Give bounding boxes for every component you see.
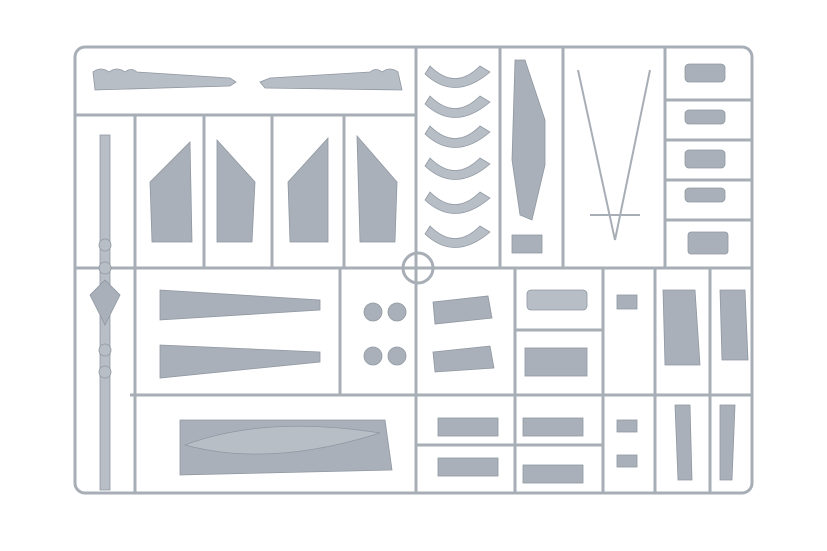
sprue-piece xyxy=(424,125,491,148)
small-parts-right xyxy=(684,63,729,255)
sprue-piece xyxy=(363,346,383,366)
sprue-piece xyxy=(432,295,493,325)
sprue-piece xyxy=(98,343,112,357)
sprue-piece xyxy=(387,302,407,322)
sprue-piece xyxy=(522,464,584,484)
sprue-piece xyxy=(424,65,491,88)
stabilizer-lower xyxy=(159,344,321,379)
sprue-piece xyxy=(424,157,491,180)
sprue-piece xyxy=(687,231,729,255)
sprue-piece xyxy=(73,45,754,495)
runner-frame xyxy=(73,45,754,495)
sprue-piece xyxy=(387,346,407,366)
curved-frames xyxy=(424,65,491,248)
sprue-piece xyxy=(437,457,499,477)
sprue-piece xyxy=(437,417,499,437)
sprue-piece xyxy=(432,345,495,373)
wing-part-left xyxy=(92,68,237,91)
sprue-piece xyxy=(424,191,491,214)
long-strut xyxy=(89,134,121,491)
fuselage-part xyxy=(179,419,393,476)
wing-halves xyxy=(92,68,403,91)
sprue-piece xyxy=(684,149,726,169)
sprue-piece xyxy=(98,365,112,379)
cockpit-parts xyxy=(511,59,651,254)
sprue-piece xyxy=(524,347,588,377)
sprue-piece xyxy=(684,187,726,203)
sprue-piece xyxy=(424,95,491,118)
sprue-piece xyxy=(616,294,638,310)
bottom-parts xyxy=(437,289,749,484)
sprue-piece xyxy=(363,302,383,322)
sprue-piece xyxy=(98,261,112,275)
small-box xyxy=(511,234,543,254)
sprue-piece xyxy=(424,225,491,248)
stabilizers xyxy=(159,289,321,379)
sprue-piece xyxy=(616,454,638,468)
fin-part-2 xyxy=(216,138,256,243)
sprue-piece xyxy=(577,69,616,241)
sprue-piece xyxy=(684,109,726,125)
sprue-piece xyxy=(674,404,693,481)
sprue-piece xyxy=(719,289,749,361)
sprue-piece xyxy=(614,69,651,241)
sprue-piece xyxy=(684,63,726,83)
sprue-piece xyxy=(522,417,584,437)
sprue-piece xyxy=(719,404,736,481)
runner-ring xyxy=(401,251,435,285)
sprue-piece xyxy=(616,419,638,433)
stabilizer-upper xyxy=(159,289,321,321)
sprue-piece xyxy=(89,279,121,326)
engine-blocks xyxy=(432,289,588,377)
sprue-piece xyxy=(98,238,112,252)
wheels xyxy=(363,302,407,366)
fin-part-3 xyxy=(287,136,329,243)
wing-part-right xyxy=(259,68,403,91)
sprue-piece xyxy=(526,289,588,311)
sprue-piece xyxy=(662,289,701,366)
fin-part-4 xyxy=(356,134,398,243)
tail-fins xyxy=(149,134,398,243)
instrument-frame xyxy=(511,59,546,221)
fin-part-1 xyxy=(149,141,193,243)
sprue-piece xyxy=(183,425,381,455)
